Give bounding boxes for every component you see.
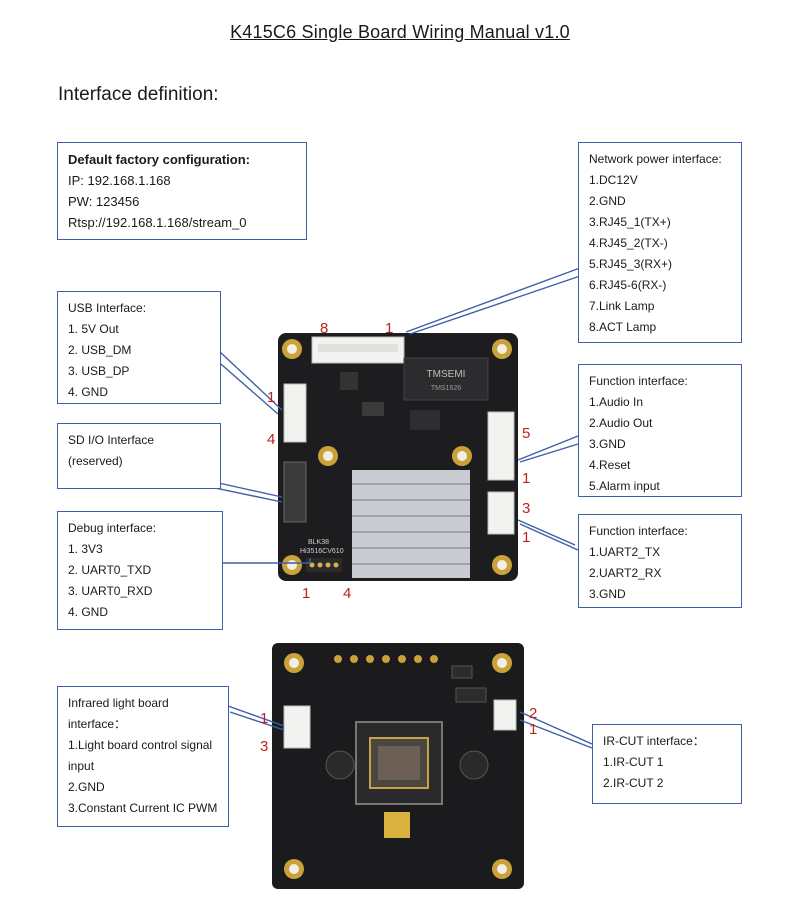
list-item: 8.ACT Lamp xyxy=(589,320,657,334)
list-item: 2. UART0_TXD xyxy=(68,563,152,577)
pin-label: 1 xyxy=(529,721,538,738)
list-item: 4. GND xyxy=(68,385,109,399)
rtsp-value: Rtsp://192.168.1.168/stream_0 xyxy=(68,215,247,230)
box-heading: SD I/O Interface xyxy=(68,433,155,447)
list-item: 5.Alarm input xyxy=(589,479,660,493)
infrared-interface-box: Infrared light board interface： 1.Light … xyxy=(57,686,229,827)
list-item: 3. USB_DP xyxy=(68,364,130,378)
debug-interface-box: Debug interface: 1. 3V3 2. UART0_TXD 3. … xyxy=(57,511,223,630)
pin-label: 4 xyxy=(267,431,276,448)
pin-label: 1 xyxy=(267,389,276,406)
list-item: 1.DC12V xyxy=(589,173,638,187)
list-item: 7.Link Lamp xyxy=(589,299,655,313)
list-item: 3. UART0_RXD xyxy=(68,584,153,598)
pin-label: 1 xyxy=(522,529,531,546)
list-item: 2. USB_DM xyxy=(68,343,132,357)
password-value: PW: 123456 xyxy=(68,194,140,209)
sensor-board-image xyxy=(272,643,524,889)
function-interface-box-1: Function interface: 1.Audio In 2.Audio O… xyxy=(578,364,742,497)
list-item: input xyxy=(68,759,95,773)
main-board-image: TMSEMI TMS1626 BLK38 Hi3516CV610 xyxy=(278,333,518,581)
box-heading: USB Interface: xyxy=(68,301,147,315)
list-item: 1. 5V Out xyxy=(68,322,119,336)
list-item: 3.Constant Current IC PWM xyxy=(68,801,218,815)
board-label-2: Hi3516CV610 xyxy=(300,548,344,555)
box-heading: Default factory configuration: xyxy=(68,152,251,167)
list-item: 6.RJ45-6(RX-) xyxy=(589,278,667,292)
pin-label: 8 xyxy=(320,320,329,337)
pin-label: 1 xyxy=(260,710,269,727)
pin-label: 3 xyxy=(522,500,531,517)
list-item: 4.Reset xyxy=(589,458,631,472)
callout-lines xyxy=(195,267,593,749)
box-heading: Network power interface: xyxy=(589,152,722,166)
pin-label: 2 xyxy=(529,705,538,722)
pin-label: 5 xyxy=(522,425,531,442)
list-item: 5.RJ45_3(RX+) xyxy=(589,257,673,271)
list-item: 2.UART2_RX xyxy=(589,566,662,580)
network-power-box: Network power interface: 1.DC12V 2.GND 3… xyxy=(578,142,742,343)
list-item: 3.GND xyxy=(589,437,626,451)
box-heading-cont: interface： xyxy=(68,717,127,731)
list-item: 4. GND xyxy=(68,605,109,619)
box-heading: IR-CUT interface： xyxy=(603,734,705,748)
list-item: 1.UART2_TX xyxy=(589,545,661,559)
chip-label-top: TMSEMI xyxy=(427,369,466,380)
list-item: 1. 3V3 xyxy=(68,542,103,556)
list-item: 1.IR-CUT 1 xyxy=(603,755,664,769)
ip-value: IP: 192.168.1.168 xyxy=(68,173,171,188)
board-label-1: BLK38 xyxy=(308,539,329,546)
section-heading: Interface definition: xyxy=(58,84,219,105)
pin-label: 1 xyxy=(385,320,394,337)
pin-label: 1 xyxy=(522,470,531,487)
ircut-interface-box: IR-CUT interface： 1.IR-CUT 1 2.IR-CUT 2 xyxy=(592,724,742,804)
list-item: 2.IR-CUT 2 xyxy=(603,776,664,790)
usb-interface-box: USB Interface: 1. 5V Out 2. USB_DM 3. US… xyxy=(57,291,221,404)
box-heading: Function interface: xyxy=(589,374,688,388)
list-item: 2.Audio Out xyxy=(589,416,653,430)
pin-label: 4 xyxy=(343,585,352,602)
list-item: 1.Light board control signal xyxy=(68,738,213,752)
function-interface-box-2: Function interface: 1.UART2_TX 2.UART2_R… xyxy=(578,514,742,608)
list-item: 2.GND xyxy=(589,194,626,208)
box-heading: Debug interface: xyxy=(68,521,157,535)
list-item: (reserved) xyxy=(68,454,123,468)
sd-interface-box: SD I/O Interface (reserved) xyxy=(57,423,221,489)
box-heading: Infrared light board xyxy=(68,696,169,710)
list-item: 3.GND xyxy=(589,587,626,601)
chip-label-bottom: TMS1626 xyxy=(431,385,461,392)
box-heading: Function interface: xyxy=(589,524,688,538)
pin-label: 3 xyxy=(260,738,269,755)
list-item: 3.RJ45_1(TX+) xyxy=(589,215,671,229)
list-item: 1.Audio In xyxy=(589,395,644,409)
page-title: K415C6 Single Board Wiring Manual v1.0 xyxy=(230,22,570,42)
list-item: 2.GND xyxy=(68,780,105,794)
factory-config-box: Default factory configuration: IP: 192.1… xyxy=(57,142,307,240)
list-item: 4.RJ45_2(TX-) xyxy=(589,236,668,250)
pin-label: 1 xyxy=(302,585,311,602)
